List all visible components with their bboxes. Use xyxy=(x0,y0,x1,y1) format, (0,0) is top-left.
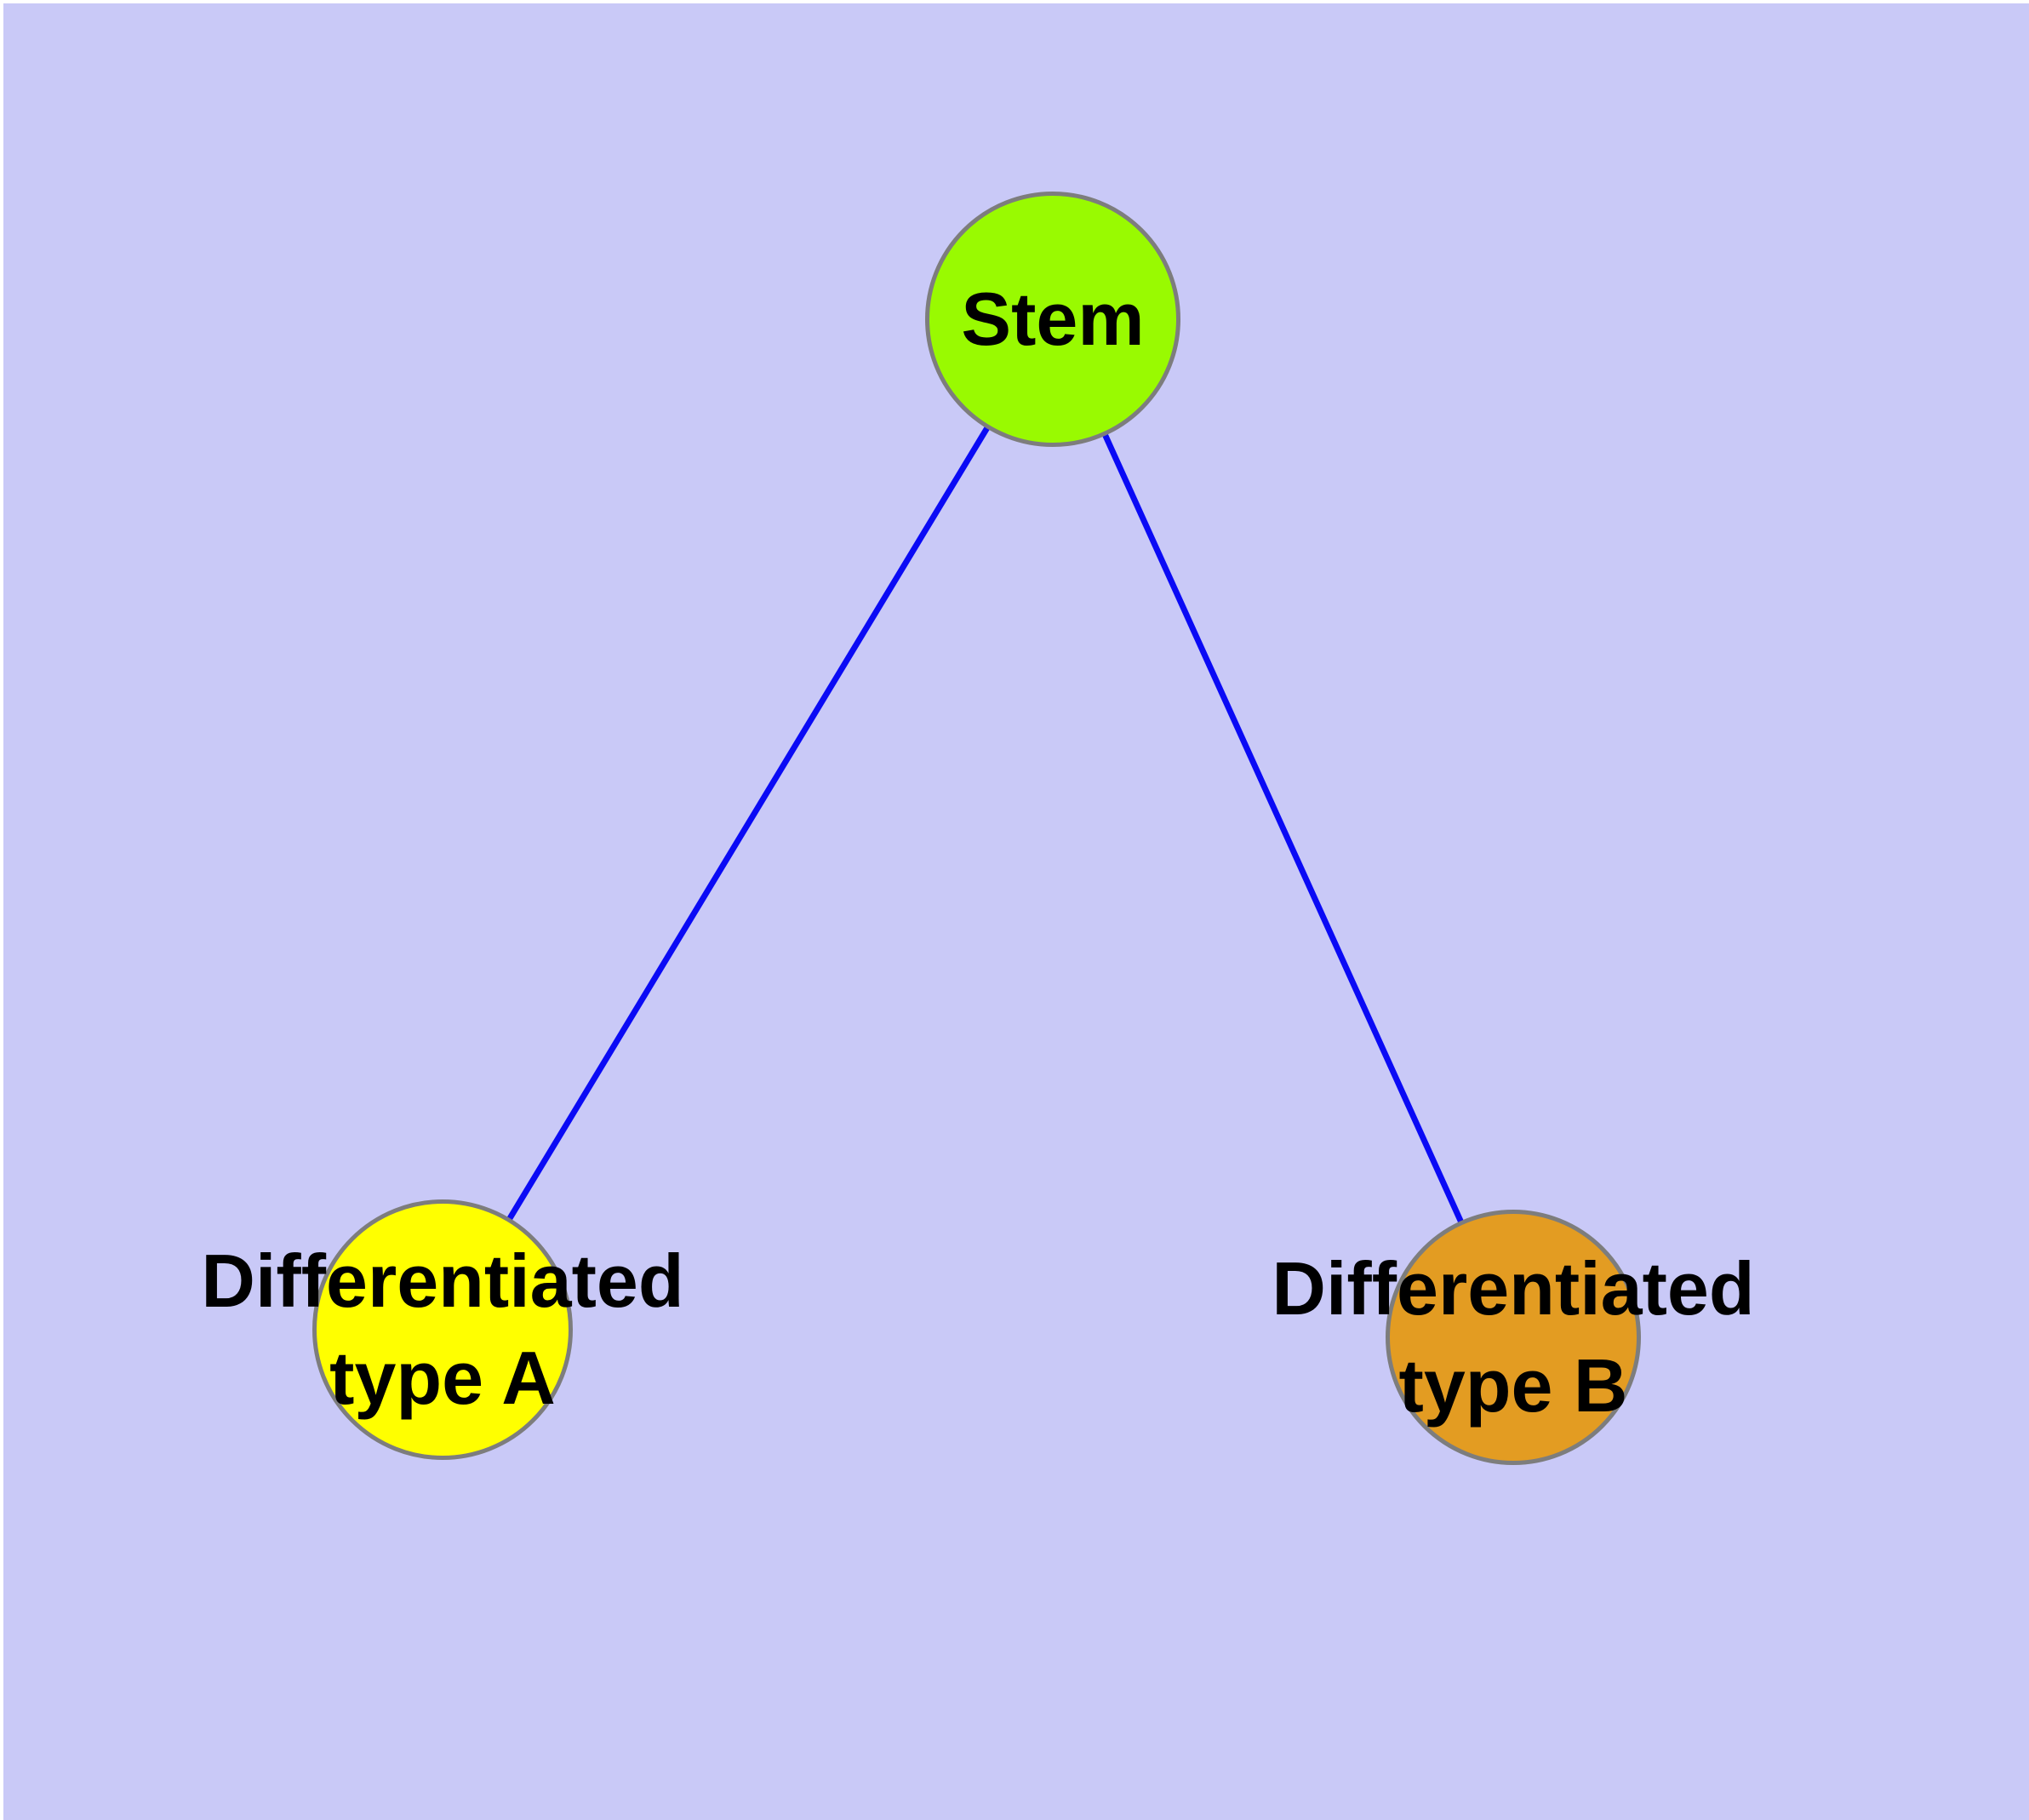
edge-stem-typeA xyxy=(440,318,1055,1331)
node-stem[interactable] xyxy=(925,192,1180,447)
edge-stem-typeB xyxy=(1049,318,1517,1339)
node-differentiated-type-a[interactable] xyxy=(312,1199,573,1460)
node-differentiated-type-b[interactable] xyxy=(1386,1210,1641,1465)
canvas-frame-top-edge xyxy=(0,0,2029,3)
canvas-frame-left-edge xyxy=(0,0,3,1820)
